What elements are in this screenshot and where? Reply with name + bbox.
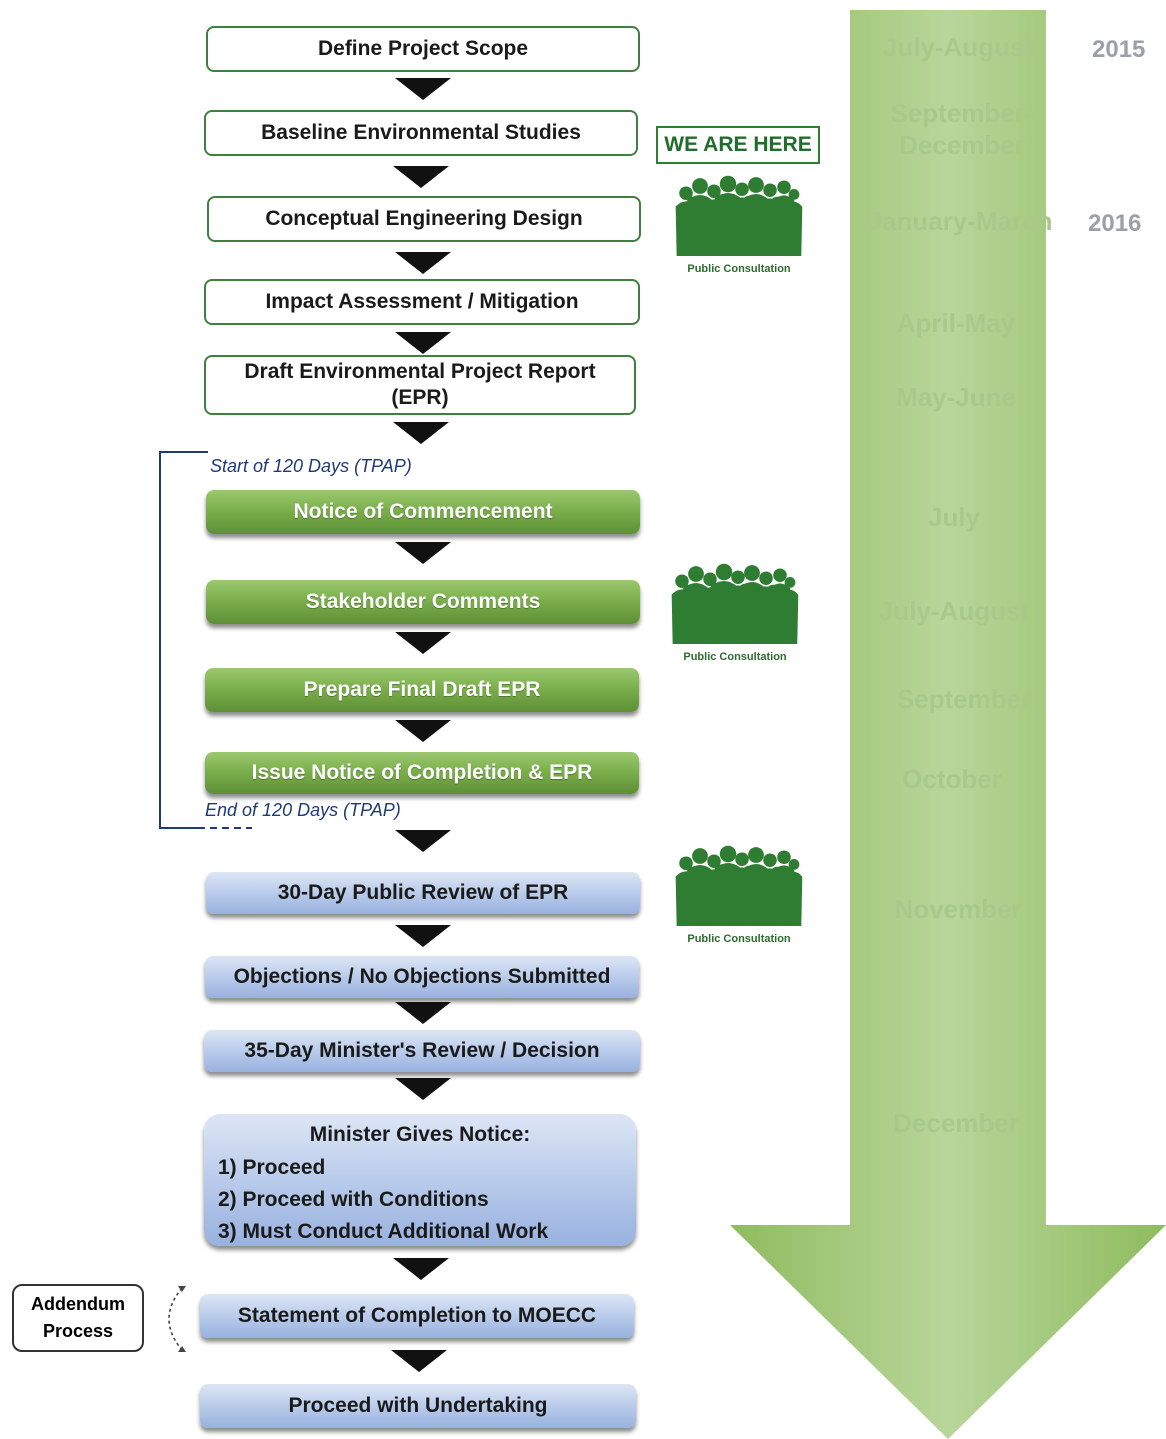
month-label: October (902, 764, 1002, 794)
addendum-process-box: Addendum Process (12, 1284, 144, 1352)
public-consultation-group: Public Consultation (670, 556, 800, 663)
public-consultation-label: Public Consultation (687, 263, 791, 275)
down-arrow-icon (395, 1078, 451, 1100)
month-label: May-June (896, 382, 1016, 412)
step-minister-gives-notice: Minister Gives Notice: 1) Proceed 2) Pro… (204, 1114, 636, 1246)
step-draft-epr: Draft Environmental Project Report (EPR) (204, 355, 636, 415)
minister-option: 2) Proceed with Conditions (218, 1188, 489, 1212)
addendum-connector (168, 1286, 186, 1352)
down-arrow-icon (395, 720, 451, 742)
people-group-icon (671, 563, 799, 644)
minister-option: 1) Proceed (218, 1156, 326, 1180)
addendum-line2: Process (42, 1321, 114, 1341)
month-label: July-August (882, 32, 1034, 62)
people-group-icon (675, 845, 803, 926)
addendum-line1: Addendum (31, 1294, 125, 1314)
step-statement-of-completion: Statement of Completion to MOECC (200, 1294, 634, 1338)
public-consultation-group: Public Consultation (674, 838, 804, 945)
step-35-day-ministers-review: 35-Day Minister's Review / Decision (204, 1030, 640, 1072)
minister-notice-title: Minister Gives Notice: (309, 1123, 531, 1146)
down-arrow-icon (395, 252, 451, 274)
month-label: January-March (867, 206, 1053, 236)
tpap-start-label: Start of 120 Days (TPAP) (210, 456, 412, 476)
month-label: November (894, 894, 1022, 924)
down-arrow-icon (395, 830, 451, 852)
minister-option: 3) Must Conduct Additional Work (218, 1220, 549, 1244)
step-proceed-with-undertaking: Proceed with Undertaking (200, 1384, 636, 1428)
down-arrow-icon (393, 422, 449, 444)
year-label: 2015 (1092, 36, 1146, 63)
step-objections-submitted: Objections / No Objections Submitted (205, 956, 639, 998)
down-arrow-icon (393, 1258, 449, 1280)
step-draft-epr-line1: Draft Environmental Project Report (244, 359, 596, 383)
step-notice-of-commencement: Notice of Commencement (206, 490, 640, 534)
month-label: December (893, 1108, 1019, 1138)
month-label: July-August (878, 596, 1030, 626)
step-issue-notice-of-completion: Issue Notice of Completion & EPR (205, 752, 639, 794)
step-30-day-public-review: 30-Day Public Review of EPR (206, 872, 640, 914)
down-arrow-icon (395, 78, 451, 100)
month-label: December (899, 130, 1025, 160)
step-impact-assessment: Impact Assessment / Mitigation (204, 279, 640, 325)
down-arrow-icon (393, 166, 449, 188)
year-label: 2016 (1088, 210, 1142, 237)
public-consultation-label: Public Consultation (683, 651, 787, 663)
step-define-project-scope: Define Project Scope (206, 26, 640, 72)
down-arrow-icon (395, 542, 451, 564)
month-label: September- (890, 98, 1034, 128)
tpap-end-label: End of 120 Days (TPAP) (205, 800, 401, 820)
people-group-icon (675, 175, 803, 256)
down-arrow-icon (391, 1350, 447, 1372)
step-baseline-environmental-studies: Baseline Environmental Studies (204, 110, 638, 156)
month-label: September (896, 684, 1032, 714)
month-label: April-May (896, 308, 1016, 338)
step-prepare-final-draft-epr: Prepare Final Draft EPR (205, 668, 639, 712)
down-arrow-icon (395, 925, 451, 947)
step-conceptual-engineering-design: Conceptual Engineering Design (207, 196, 641, 242)
down-arrow-icon (395, 332, 451, 354)
tpap-bracket (159, 451, 252, 829)
public-consultation-group: Public Consultation (674, 168, 804, 275)
step-stakeholder-comments: Stakeholder Comments (206, 580, 640, 624)
public-consultation-label: Public Consultation (687, 933, 791, 945)
step-draft-epr-line2: (EPR) (391, 386, 449, 409)
month-label: July (927, 502, 981, 532)
timeline-arrow-icon (730, 10, 1166, 1439)
down-arrow-icon (395, 632, 451, 654)
down-arrow-icon (395, 1002, 451, 1024)
we-are-here-badge: WE ARE HERE (656, 126, 820, 164)
